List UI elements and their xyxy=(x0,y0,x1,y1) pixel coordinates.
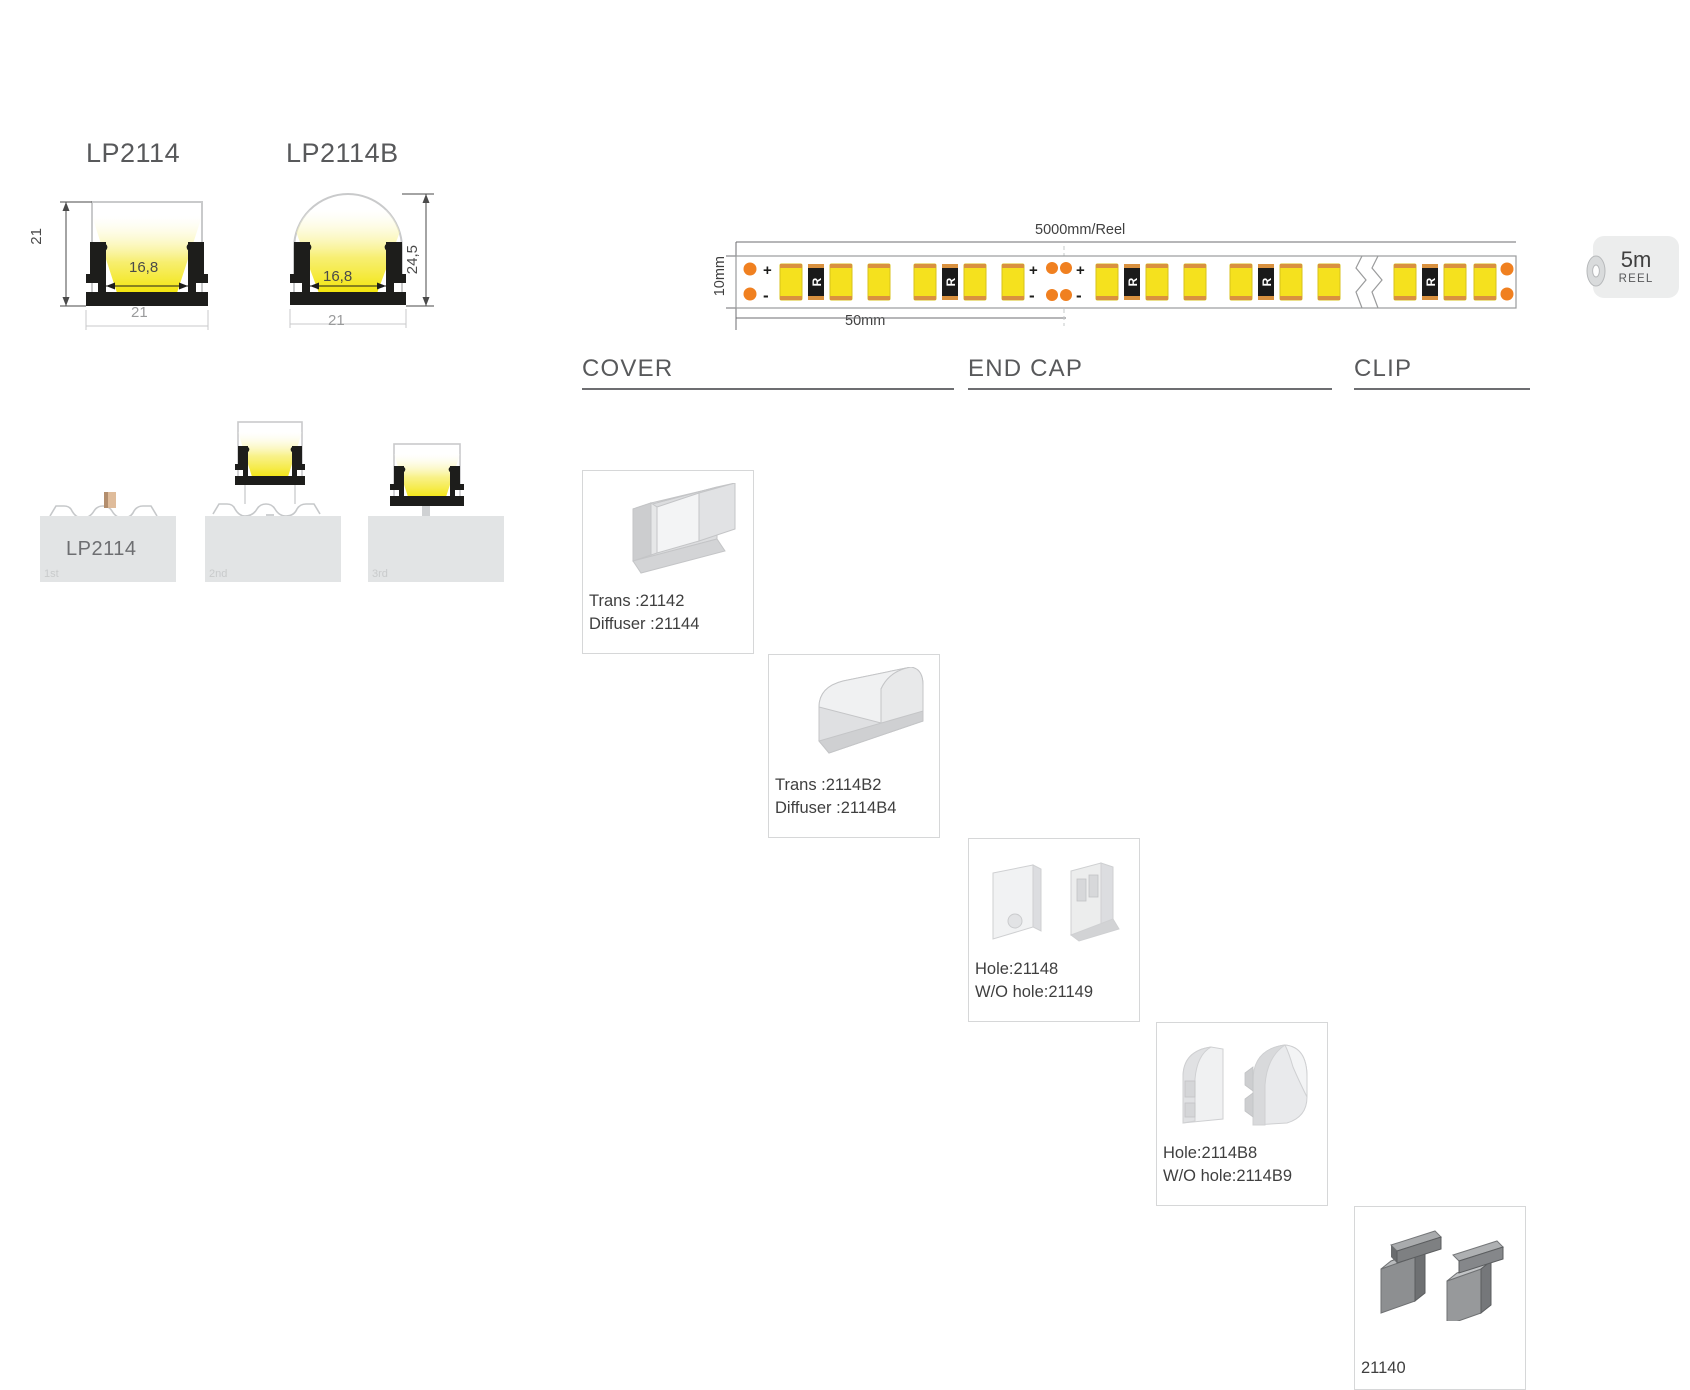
svg-text:R: R xyxy=(1260,277,1274,286)
section-rule-clip xyxy=(1354,388,1530,390)
step-label-1: 1st xyxy=(44,568,59,580)
substrate-block-1 xyxy=(40,516,176,582)
profile-title-lp2114b: LP2114B xyxy=(286,138,399,168)
reel-badge: 5m REEL xyxy=(1586,236,1679,298)
profile-title-lp2114: LP2114 xyxy=(86,138,181,168)
card-caption-endcap-1: Hole:21148 W/O hole:21149 xyxy=(975,958,1093,1004)
step-label-2: 2nd xyxy=(209,568,228,580)
card-endcap-2114b8[interactable]: Hole:2114B8 W/O hole:2114B9 xyxy=(1156,1022,1328,1206)
caption-line: Diffuser :21144 xyxy=(589,614,700,633)
dimension-height-lp2114b: 24,5 xyxy=(404,245,421,275)
endcap-dome-icon xyxy=(1182,1044,1308,1126)
step-label-3: 3rd xyxy=(372,568,388,580)
dimension-height-lp2114: 21 xyxy=(28,228,45,245)
dimension-outer-width-lp2114: 21 xyxy=(131,304,148,321)
substrate-block-2 xyxy=(205,516,341,582)
caption-line: Diffuser :2114B4 xyxy=(775,798,897,817)
cross-section-lp2114b xyxy=(268,176,448,336)
strip-pitch-label: 50mm xyxy=(845,313,886,329)
caption-line: W/O hole:21149 xyxy=(975,982,1094,1001)
mounting-step-3 xyxy=(368,440,488,535)
caption-line: 21140 xyxy=(1361,1359,1406,1377)
endcap-flat-icon xyxy=(992,862,1120,942)
card-endcap-21148[interactable]: Hole:21148 W/O hole:21149 xyxy=(968,838,1140,1022)
led-strip-diagram: + - R xyxy=(718,238,1526,343)
section-title-end-cap: END CAP xyxy=(968,355,1084,382)
mounting-step-1 xyxy=(40,470,190,535)
card-caption-clip: 21140 xyxy=(1361,1357,1406,1380)
svg-text:-: - xyxy=(1029,286,1035,305)
section-title-cover: COVER xyxy=(582,355,674,382)
mounting-step-2 xyxy=(205,418,335,535)
cover-dome-icon xyxy=(818,667,924,754)
dimension-inner-width-lp2114: 16,8 xyxy=(129,259,159,276)
substrate-block-3 xyxy=(368,516,504,582)
dimension-outer-width-lp2114b: 21 xyxy=(328,312,345,329)
card-caption-endcap-2: Hole:2114B8 W/O hole:2114B9 xyxy=(1163,1142,1292,1188)
card-caption-cover-1: Trans :21142 Diffuser :21144 xyxy=(589,590,699,636)
svg-text:R: R xyxy=(944,277,958,286)
svg-text:+: + xyxy=(763,262,772,279)
section-rule-end-cap xyxy=(968,388,1332,390)
strip-length-label: 5000mm/Reel xyxy=(1035,222,1126,238)
svg-text:-: - xyxy=(763,286,769,305)
svg-text:R: R xyxy=(1424,277,1438,286)
section-title-clip: CLIP xyxy=(1354,355,1413,382)
caption-line: W/O hole:2114B9 xyxy=(1163,1166,1293,1185)
svg-text:+: + xyxy=(1029,262,1038,279)
caption-line: Hole:2114B8 xyxy=(1163,1144,1258,1162)
substrate-label: LP2114 xyxy=(66,538,137,560)
caption-line: Trans :21142 xyxy=(589,592,685,610)
section-rule-cover xyxy=(582,388,954,390)
reel-caption-label: REEL xyxy=(1618,272,1654,285)
svg-text:R: R xyxy=(1126,277,1140,286)
cover-flat-icon xyxy=(632,483,736,574)
svg-text:R: R xyxy=(810,277,824,286)
svg-text:+: + xyxy=(1076,262,1085,279)
caption-line: Hole:21148 xyxy=(975,960,1059,978)
cross-section-lp2114 xyxy=(26,186,246,336)
card-cover-trans-21142[interactable]: Trans :21142 Diffuser :21144 xyxy=(582,470,754,654)
reel-icon xyxy=(1586,255,1606,287)
caption-line: Trans :2114B2 xyxy=(775,776,882,794)
card-caption-cover-2: Trans :2114B2 Diffuser :2114B4 xyxy=(775,774,896,820)
clip-icon xyxy=(1380,1230,1504,1321)
svg-text:-: - xyxy=(1076,286,1082,305)
dimension-inner-width-lp2114b: 16,8 xyxy=(323,268,353,285)
reel-length-label: 5m xyxy=(1620,246,1652,272)
card-cover-trans-2114b2[interactable]: Trans :2114B2 Diffuser :2114B4 xyxy=(768,654,940,838)
card-clip-21140[interactable]: 21140 xyxy=(1354,1206,1526,1390)
